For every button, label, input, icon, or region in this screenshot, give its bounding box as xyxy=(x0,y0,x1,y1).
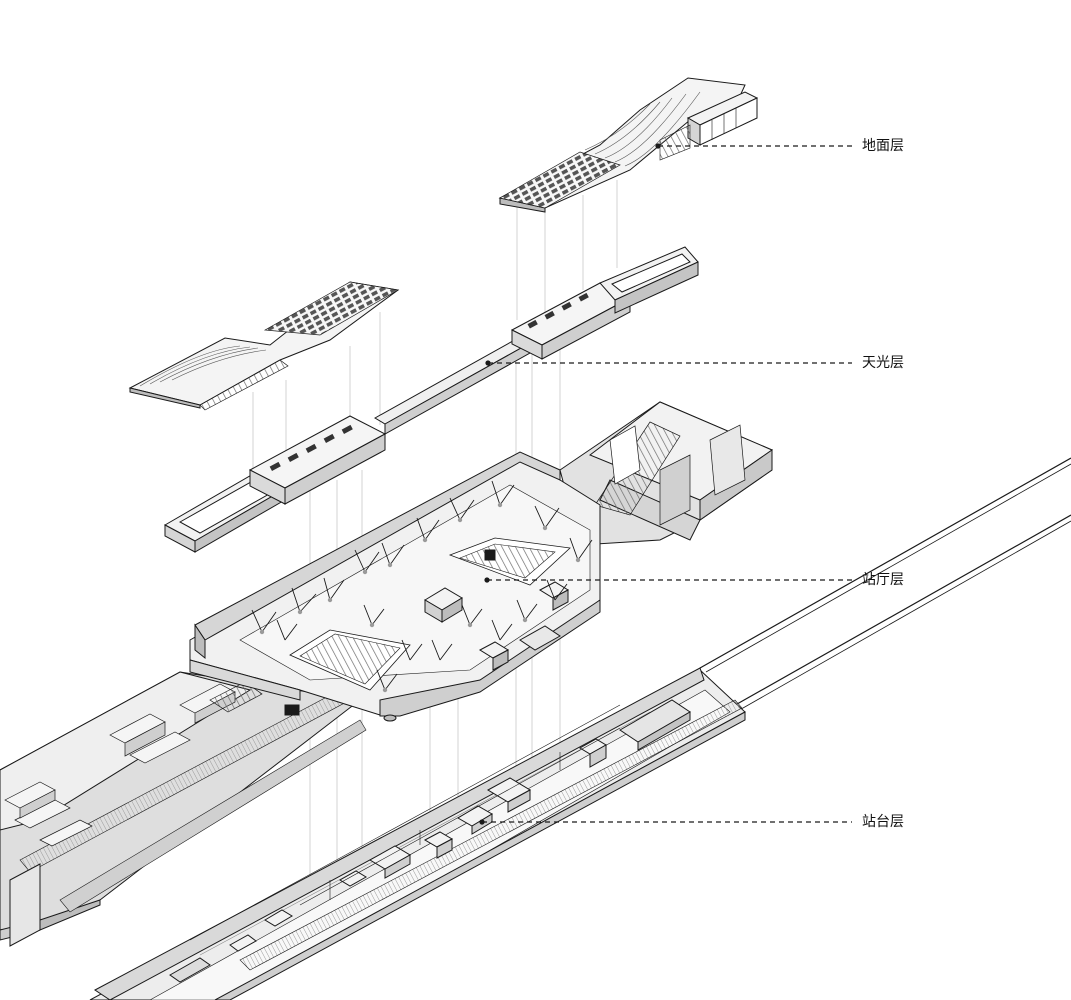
platform-level xyxy=(89,457,1071,1000)
concourse-level xyxy=(189,401,774,722)
leader-dots xyxy=(479,143,661,825)
ground-level xyxy=(128,77,759,411)
leader-lines xyxy=(482,145,852,823)
label-ground-level: 地面层 xyxy=(862,138,904,154)
label-skylight-level: 天光层 xyxy=(862,355,904,371)
left-lower-structure xyxy=(0,671,367,947)
label-platform-level: 站台层 xyxy=(862,814,904,830)
skylight-level xyxy=(163,246,699,553)
label-concourse-level: 站厅层 xyxy=(862,572,904,588)
